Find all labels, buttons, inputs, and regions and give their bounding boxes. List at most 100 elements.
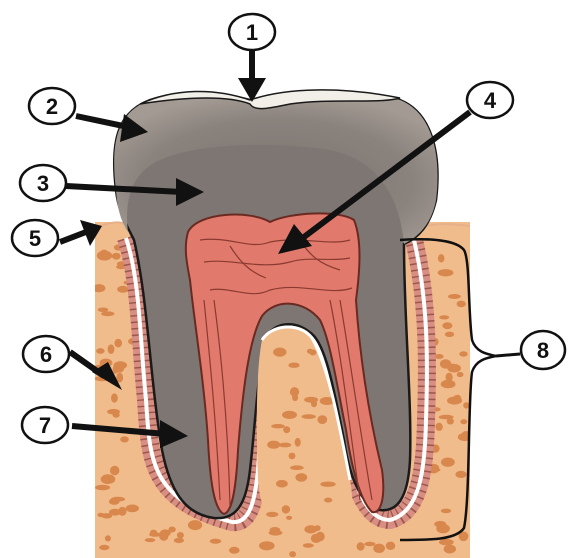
bone-spot [290, 465, 304, 470]
callout-3-label: 3 [37, 171, 49, 196]
bone-spot [441, 380, 456, 388]
bone-spot [304, 525, 317, 533]
bone-spot [113, 365, 119, 374]
bone-spot [439, 315, 449, 319]
bone-spot [309, 350, 316, 356]
bone-spot [105, 535, 111, 541]
bone-spot [435, 423, 442, 431]
bone-spot [96, 348, 104, 354]
bone-spot [174, 538, 184, 543]
bone-spot [107, 409, 120, 415]
bone-spot [444, 545, 456, 554]
bone-spot [457, 372, 464, 377]
bone-spot [455, 471, 466, 478]
bone-spot [188, 520, 202, 530]
bone-spot [289, 551, 296, 557]
bone-spot [373, 544, 385, 553]
callout-7: 7 [22, 407, 68, 443]
bone-spot [441, 509, 451, 514]
bone-spot [117, 286, 129, 293]
bone-spot [267, 441, 280, 449]
bone-spot [324, 498, 332, 503]
callout-7-label: 7 [39, 413, 51, 438]
bone-spot [269, 530, 283, 536]
bone-spot [449, 364, 456, 369]
bone-spot [145, 538, 156, 542]
callout-4-label: 4 [484, 88, 497, 113]
bone-spot [282, 411, 297, 419]
bone-spot [441, 458, 455, 467]
bone-spot [108, 344, 115, 354]
bone-spot [459, 351, 467, 356]
bone-spot [98, 513, 105, 517]
bone-spot [271, 424, 285, 428]
bone-spot [282, 505, 290, 513]
bone-spot [266, 512, 278, 517]
bone-spot [98, 308, 109, 313]
callout-8-label: 8 [537, 338, 549, 363]
bone-spot [168, 527, 175, 533]
bone-spot [460, 419, 467, 424]
bone-spot [95, 485, 110, 491]
bone-spot [445, 332, 454, 337]
callout-2: 2 [29, 88, 75, 124]
bone-spot [448, 294, 461, 299]
callout-5: 5 [12, 220, 58, 256]
bone-spot [304, 397, 318, 403]
bone-spot [259, 541, 275, 550]
bone-spot [436, 524, 450, 534]
bone-spot [101, 250, 108, 254]
bone-spot [295, 473, 307, 482]
bone-spot [112, 253, 121, 260]
callout-6-label: 6 [40, 342, 52, 367]
bone-spot [101, 474, 116, 484]
bone-spot [320, 482, 335, 487]
bone-spot [442, 322, 452, 329]
bone-spot [177, 532, 184, 538]
bone-spot [311, 534, 322, 543]
callout-4: 4 [467, 82, 513, 118]
bone-spot [290, 387, 299, 397]
callout-1: 1 [229, 14, 275, 50]
bone-spot [111, 497, 125, 502]
bone-spot [110, 466, 119, 476]
bone-spot [288, 363, 299, 368]
bone-spot [229, 547, 240, 554]
bone-spot [279, 443, 291, 448]
bone-spot [317, 415, 327, 424]
bone-spot [286, 516, 292, 520]
callout-3: 3 [20, 165, 66, 201]
bone-spot [101, 311, 114, 316]
bone-spot [114, 339, 122, 348]
bone-spot [386, 542, 396, 550]
bone-spot [120, 436, 129, 442]
bone-spot [210, 539, 222, 544]
callout-1-label: 1 [246, 20, 258, 45]
bone-spot [276, 480, 288, 488]
bone-spot [447, 418, 454, 424]
bone-spot [303, 543, 314, 548]
bone-spot [99, 545, 109, 550]
bone-spot [111, 393, 118, 402]
bone-spot [92, 284, 105, 292]
callout-2-label: 2 [46, 94, 58, 119]
callout-5-label: 5 [29, 226, 41, 251]
bone-spot [364, 542, 375, 546]
callout-6: 6 [23, 336, 69, 372]
bone-spot [357, 542, 365, 550]
callout-8: 8 [521, 331, 565, 369]
bone-spot [289, 453, 296, 460]
bone-spot [126, 505, 139, 513]
bone-spot [438, 269, 454, 276]
bone-spot [302, 414, 316, 419]
bone-spot [453, 395, 461, 403]
bone-spot [295, 438, 301, 447]
bone-spot [150, 530, 157, 536]
bone-spot [457, 301, 466, 308]
bone-spot [439, 539, 454, 545]
bone-spot [273, 348, 286, 357]
bone-spot [283, 426, 290, 433]
bone-spot [118, 507, 126, 516]
bone-spot [438, 254, 445, 262]
